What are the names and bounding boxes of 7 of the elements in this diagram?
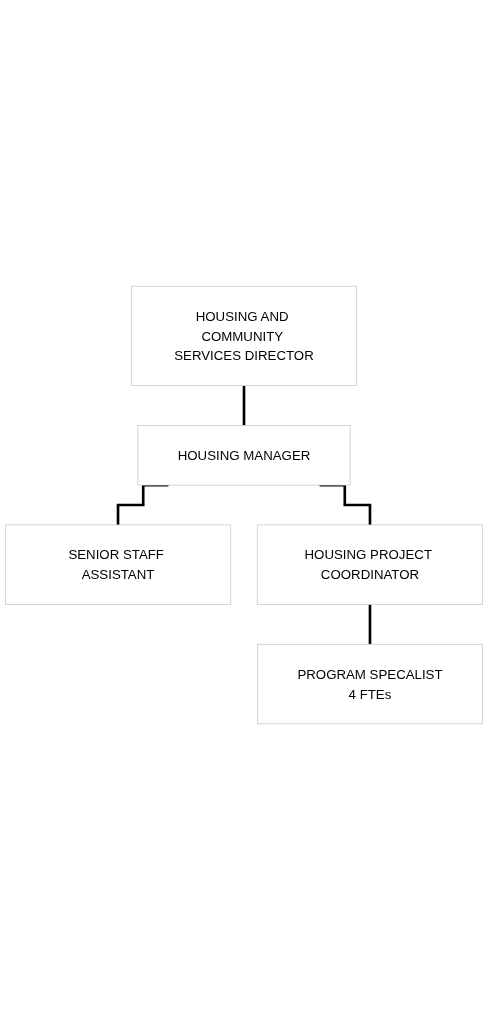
connector bbox=[368, 603, 372, 646]
node-box: PROGRAM SPECALIST 4 FTEs bbox=[257, 643, 483, 725]
node-box: HOUSING MANAGER bbox=[137, 425, 351, 486]
node-box: HOUSING AND COMMUNITY SERVICES DIRECTOR bbox=[130, 285, 358, 386]
node-box: HOUSING PROJECT COORDINATOR bbox=[256, 524, 484, 605]
node-box: SENIOR STAFF ASSISTANT bbox=[4, 524, 232, 605]
connector bbox=[242, 384, 246, 427]
